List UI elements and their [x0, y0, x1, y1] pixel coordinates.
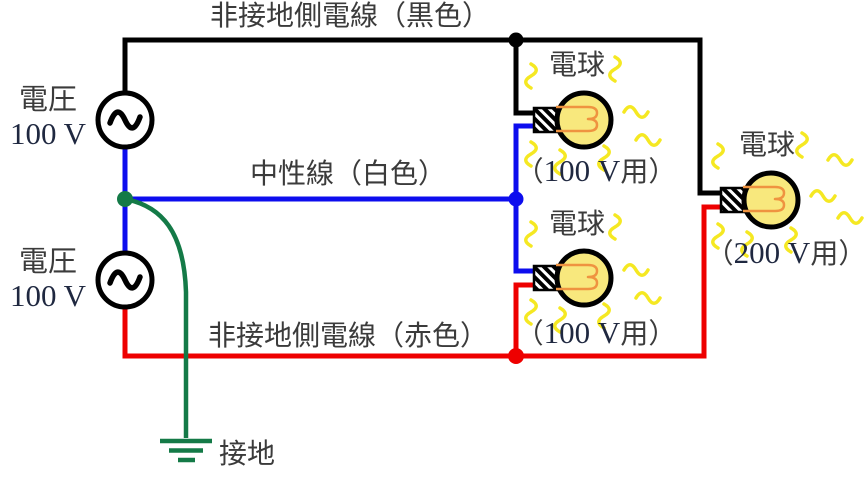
bulb-1-filament	[556, 105, 599, 133]
bulb-3	[711, 131, 864, 258]
neutral-junction-dot	[508, 191, 524, 207]
bulb-2-rating-value: 100 V	[543, 315, 621, 350]
red-wire-branch-bulb2	[513, 282, 534, 356]
red-wire-label: 非接地側電線（赤色）	[207, 320, 488, 351]
black-junction-dot	[508, 32, 524, 48]
bulb-2-rating: （100 V用）	[508, 317, 684, 350]
ac-source-1-sine-icon	[107, 109, 143, 131]
source-2-label: 電圧 100 V	[0, 246, 96, 313]
bulb-3-glass	[741, 170, 801, 230]
bulb-2-rating-pre: （	[515, 318, 544, 349]
black-wire-branch-bulb1	[513, 40, 534, 116]
ground-wire	[124, 196, 189, 438]
bulb-3-rating: （200 V用）	[698, 237, 866, 270]
bulb-1-glass	[554, 90, 614, 150]
ac-source-2-sine-icon	[107, 269, 143, 291]
bulb-3-base	[719, 186, 746, 214]
source-1-label: 電圧 100 V	[0, 84, 96, 151]
source-1-caption: 電圧	[18, 84, 77, 116]
bulb-2-filament	[556, 263, 599, 291]
bulb-1-rating: （100 V用）	[508, 155, 684, 188]
bulb-1-rating-post: 用）	[620, 156, 677, 187]
bulb-3-rating-post: 用）	[810, 238, 866, 269]
ground-junction-dot	[117, 191, 133, 207]
neutral-wire-label: 中性線（白色）	[249, 158, 446, 189]
bulb-3-rating-pre: （	[705, 238, 734, 269]
bulb-2-glass	[554, 248, 614, 308]
source-2-caption: 電圧	[18, 246, 77, 278]
bulb-2-label: 電球	[548, 208, 605, 239]
earth-symbol	[160, 438, 212, 463]
bulb-2-rating-post: 用）	[620, 318, 677, 349]
bulb-3-filament	[743, 185, 786, 213]
black-wire-label: 非接地側電線（黒色）	[209, 0, 490, 31]
ac-source-1	[95, 90, 155, 150]
source-1-voltage: 100 V	[9, 116, 87, 151]
bulb-2	[524, 213, 662, 334]
red-junction-dot	[508, 348, 524, 364]
source-2-voltage: 100 V	[9, 278, 87, 313]
bulb-1	[524, 55, 662, 176]
bulb-3-label: 電球	[738, 129, 795, 160]
black-wire	[122, 37, 721, 196]
ground-label: 接地	[219, 438, 276, 469]
bulb-1-base	[532, 106, 559, 134]
ac-source-2	[95, 250, 155, 310]
red-wire	[122, 204, 721, 359]
bulb-2-base	[532, 264, 559, 292]
bulb-1-rating-value: 100 V	[543, 153, 621, 188]
bulb-3-rating-value: 200 V	[733, 235, 811, 270]
bulb-1-rating-pre: （	[515, 156, 544, 187]
bulb-1-label: 電球	[548, 49, 605, 80]
